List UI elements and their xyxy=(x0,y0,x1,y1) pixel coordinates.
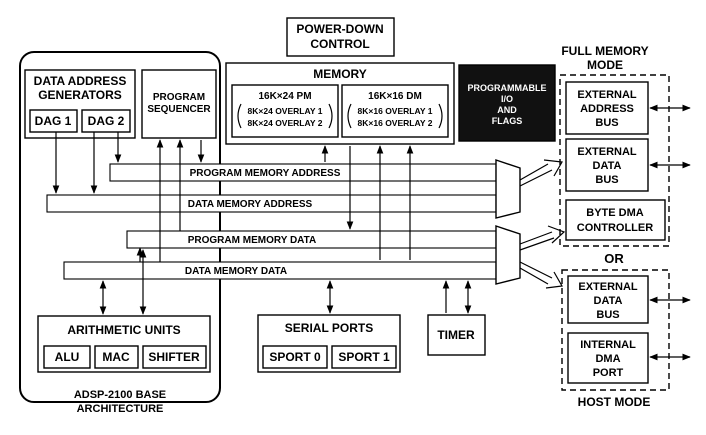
dag-title-line-1: DATA ADDRESS xyxy=(34,74,127,88)
base-arch-line-2: ARCHITECTURE xyxy=(77,403,164,415)
sequencer-line-2: SEQUENCER xyxy=(147,104,211,115)
dag-title-line-2: GENERATORS xyxy=(38,88,122,102)
memory-block: MEMORY 16K×24 PM 8K×24 OVERLAY 1 8K×24 O… xyxy=(225,62,455,145)
sport0-block xyxy=(262,345,328,369)
pio-line-4: FLAGS xyxy=(492,116,523,126)
programmable-io-flags: PROGRAMMABLE I/O AND FLAGS xyxy=(458,64,556,142)
ext-data-top-line-1: EXTERNAL xyxy=(577,146,637,158)
power-down-control: POWER-DOWN CONTROL xyxy=(286,17,395,57)
ext-addr-line-1: EXTERNAL xyxy=(577,89,637,101)
data-memory-data-bus: DATA MEMORY DATA xyxy=(63,261,497,280)
data-memory-address-bus: DATA MEMORY ADDRESS xyxy=(46,194,497,213)
mac-block xyxy=(94,345,139,369)
host-mode-frame xyxy=(561,269,670,391)
ext-addr-line-2: ADDRESS xyxy=(580,103,634,115)
arithmetic-units: ARITHMETIC UNITS ALU MAC SHIFTER xyxy=(37,315,211,373)
connection-wires xyxy=(52,132,472,315)
full-memory-mode: FULL MEMORY MODE xyxy=(559,44,670,247)
sport0-label: SPORT 0 xyxy=(269,350,321,364)
pio-line-2: I/O xyxy=(501,94,513,104)
dm-overlay-2: 8K×16 OVERLAY 2 xyxy=(358,118,433,128)
external-data-bus-top: EXTERNAL DATA BUS xyxy=(565,138,649,192)
mux-output-arrows xyxy=(519,159,566,289)
dm-title: 16K×16 DM xyxy=(368,91,422,102)
dmd-label: DATA MEMORY DATA xyxy=(185,266,287,277)
serial-ports: SERIAL PORTS SPORT 0 SPORT 1 xyxy=(257,314,401,373)
dma-label: DATA MEMORY ADDRESS xyxy=(188,199,313,210)
external-address-bus: EXTERNAL ADDRESS BUS xyxy=(565,81,649,135)
ext-data-bottom-line-1: EXTERNAL xyxy=(578,281,638,293)
base-arch-line-1: ADSP-2100 BASE xyxy=(74,389,166,401)
ext-data-bottom-line-2: DATA xyxy=(594,295,623,307)
ext-data-top-line-3: BUS xyxy=(595,174,618,186)
dag1-block xyxy=(29,109,78,133)
dag2-block xyxy=(81,109,131,133)
byte-dma-controller: BYTE DMA CONTROLLER xyxy=(565,199,666,241)
internal-dma-line-2: DMA xyxy=(595,353,620,365)
mac-label: MAC xyxy=(102,350,130,364)
alu-label: ALU xyxy=(55,350,80,364)
pm-overlay-1: 8K×24 OVERLAY 1 xyxy=(248,106,323,116)
base-architecture-frame xyxy=(19,51,221,403)
program-sequencer: PROGRAM SEQUENCER xyxy=(141,69,217,139)
data-mux xyxy=(495,225,521,285)
ext-data-top-line-2: DATA xyxy=(593,160,622,172)
pm-overlay-2: 8K×24 OVERLAY 2 xyxy=(248,118,323,128)
byte-dma-line-1: BYTE DMA xyxy=(586,207,644,219)
or-label: OR xyxy=(604,251,624,266)
pma-label: PROGRAM MEMORY ADDRESS xyxy=(190,168,341,179)
timer-label: TIMER xyxy=(437,328,475,342)
dm-overlay-1: 8K×16 OVERLAY 1 xyxy=(358,106,433,116)
shifter-block xyxy=(142,345,207,369)
full-memory-mode-line-1: FULL MEMORY xyxy=(561,44,648,58)
alu-block xyxy=(43,345,91,369)
program-memory-data-bus: PROGRAM MEMORY DATA xyxy=(126,230,497,249)
full-memory-mode-frame xyxy=(559,74,670,247)
shifter-label: SHIFTER xyxy=(148,350,200,364)
byte-dma-line-2: CONTROLLER xyxy=(577,222,653,234)
pio-line-3: AND xyxy=(497,105,517,115)
sport1-label: SPORT 1 xyxy=(338,350,390,364)
pio-line-1: PROGRAMMABLE xyxy=(468,83,547,93)
pm-block xyxy=(231,84,339,138)
ext-data-bottom-line-3: BUS xyxy=(596,309,619,321)
data-address-generators: DATA ADDRESS GENERATORS DAG 1 DAG 2 xyxy=(24,69,136,139)
timer: TIMER xyxy=(427,314,486,356)
internal-dma-line-3: PORT xyxy=(593,367,624,379)
arithmetic-title: ARITHMETIC UNITS xyxy=(67,323,180,337)
address-mux xyxy=(495,159,521,219)
power-down-line-2: CONTROL xyxy=(310,37,369,51)
full-memory-mode-line-2: MODE xyxy=(587,58,623,72)
host-mode-label: HOST MODE xyxy=(578,395,651,409)
program-memory-address-bus: PROGRAM MEMORY ADDRESS xyxy=(109,163,497,182)
serial-title: SERIAL PORTS xyxy=(285,321,373,335)
dag1-label: DAG 1 xyxy=(35,114,72,128)
pm-title: 16K×24 PM xyxy=(258,91,311,102)
sequencer-line-1: PROGRAM xyxy=(153,92,205,103)
memory-title: MEMORY xyxy=(313,67,367,81)
internal-dma-port: INTERNAL DMA PORT xyxy=(567,332,649,384)
power-down-line-1: POWER-DOWN xyxy=(296,22,383,36)
ext-addr-line-3: BUS xyxy=(595,117,618,129)
internal-dma-line-1: INTERNAL xyxy=(580,339,636,351)
dag2-label: DAG 2 xyxy=(88,114,125,128)
sport1-block xyxy=(331,345,397,369)
external-data-bus-bottom: EXTERNAL DATA BUS xyxy=(567,275,649,324)
pmd-label: PROGRAM MEMORY DATA xyxy=(188,235,317,246)
dm-block xyxy=(341,84,449,138)
